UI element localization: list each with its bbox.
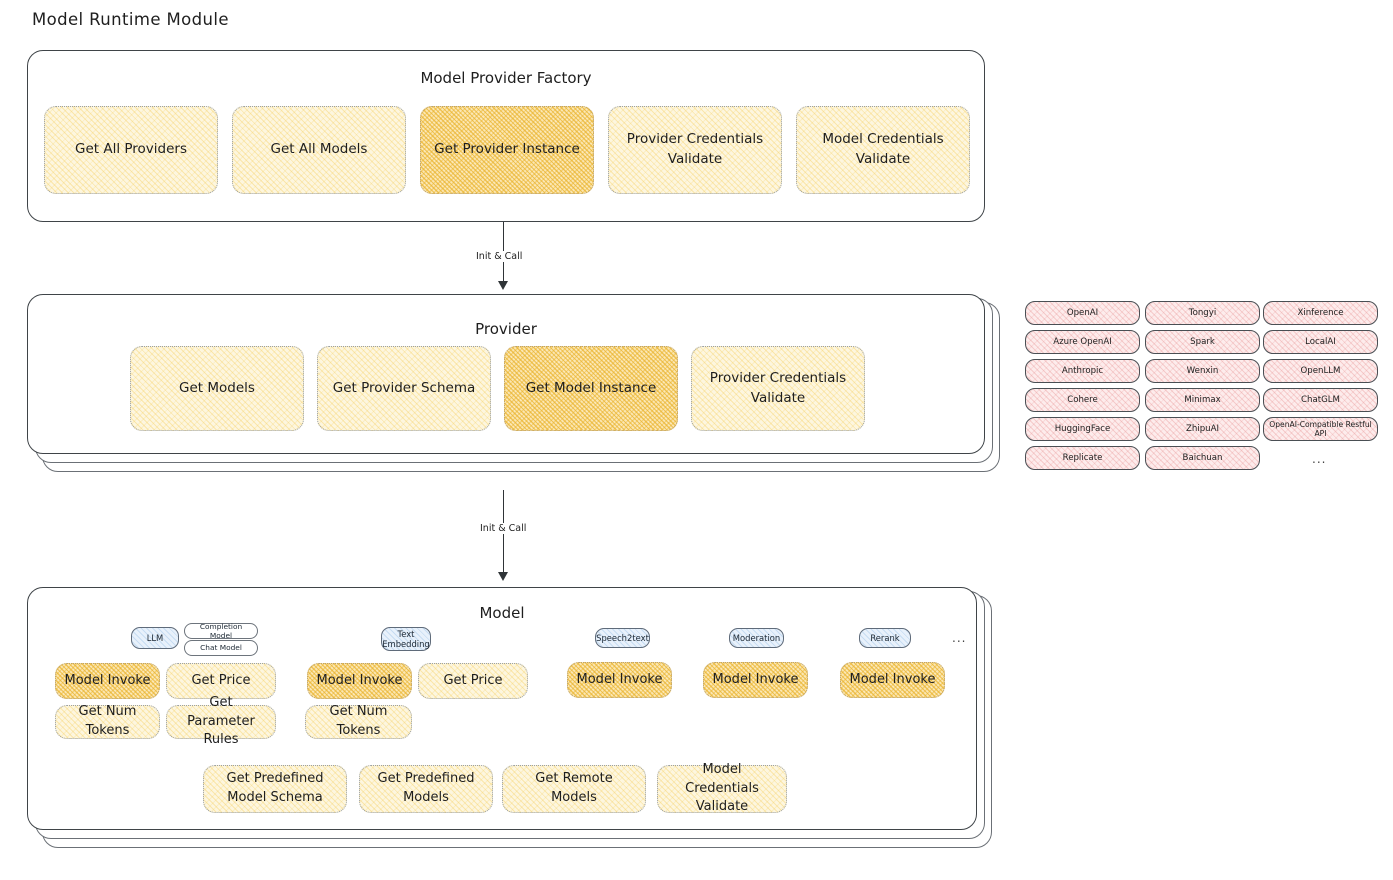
provider-pill-huggingface[interactable]: HuggingFace <box>1025 417 1140 441</box>
text-embedding-method-get-price[interactable]: Get Price <box>418 663 528 699</box>
provider-pill-xinference[interactable]: Xinference <box>1263 301 1378 325</box>
provider-item-get-provider-schema[interactable]: Get Provider Schema <box>317 346 491 431</box>
llm-method-model-invoke[interactable]: Model Invoke <box>55 663 160 699</box>
provider-item-provider-credentials-validate[interactable]: Provider Credentials Validate <box>691 346 865 431</box>
model-subtype-badge-completion-model[interactable]: Completion Model <box>184 622 258 640</box>
provider-pill-openllm[interactable]: OpenLLM <box>1263 359 1378 383</box>
model-type-badge-text-embedding[interactable]: Text Embedding <box>381 627 431 651</box>
provider-pill-localai[interactable]: LocalAI <box>1263 330 1378 354</box>
model-types-more-dots: ... <box>952 631 967 645</box>
text-embedding-method-model-invoke[interactable]: Model Invoke <box>307 663 412 699</box>
provider-pill-anthropic[interactable]: Anthropic <box>1025 359 1140 383</box>
provider-pill-replicate[interactable]: Replicate <box>1025 446 1140 470</box>
provider-item-get-models[interactable]: Get Models <box>130 346 304 431</box>
provider-item-get-model-instance[interactable]: Get Model Instance <box>504 346 678 431</box>
factory-item-get-all-providers[interactable]: Get All Providers <box>44 106 218 194</box>
provider-pill-openai-compatible-restful-api[interactable]: OpenAI-Compatible Restful API <box>1263 417 1378 441</box>
provider-pill-tongyi[interactable]: Tongyi <box>1145 301 1260 325</box>
provider-list-more-dots: ... <box>1312 452 1327 466</box>
factory-item-provider-credentials-validate[interactable]: Provider Credentials Validate <box>608 106 782 194</box>
factory-item-get-all-models[interactable]: Get All Models <box>232 106 406 194</box>
moderation-method-model-invoke[interactable]: Model Invoke <box>703 662 808 698</box>
provider-pill-zhipuai[interactable]: ZhipuAI <box>1145 417 1260 441</box>
provider-pill-azure-openai[interactable]: Azure OpenAI <box>1025 330 1140 354</box>
factory-item-get-provider-instance[interactable]: Get Provider Instance <box>420 106 594 194</box>
arrow-factory-to-provider-label: Init & Call <box>472 251 527 262</box>
model-subtype-badge-chat-model[interactable]: Chat Model <box>184 640 258 656</box>
llm-method-get-num-tokens[interactable]: Get Num Tokens <box>55 704 160 739</box>
model-common-method-get-remote-models[interactable]: Get Remote Models <box>502 765 646 813</box>
model-type-badge-llm[interactable]: LLM <box>131 627 179 649</box>
model-common-method-model-credentials-validate[interactable]: Model Credentials Validate <box>657 762 787 814</box>
model-type-badge-rerank[interactable]: Rerank <box>859 628 911 648</box>
llm-method-get-parameter-rules[interactable]: Get Parameter Rules <box>166 695 276 747</box>
rerank-method-model-invoke[interactable]: Model Invoke <box>840 662 945 698</box>
provider-pill-wenxin[interactable]: Wenxin <box>1145 359 1260 383</box>
provider-pill-chatglm[interactable]: ChatGLM <box>1263 388 1378 412</box>
model-common-method-get-predefined-models[interactable]: Get Predefined Models <box>359 765 493 813</box>
factory-item-model-credentials-validate[interactable]: Model Credentials Validate <box>796 106 970 194</box>
page-title: Model Runtime Module <box>32 10 229 29</box>
provider-pill-openai[interactable]: OpenAI <box>1025 301 1140 325</box>
llm-method-get-price[interactable]: Get Price <box>166 663 276 699</box>
model-type-badge-moderation[interactable]: Moderation <box>729 628 784 648</box>
provider-pill-minimax[interactable]: Minimax <box>1145 388 1260 412</box>
provider-pill-spark[interactable]: Spark <box>1145 330 1260 354</box>
model-type-badge-speech2text[interactable]: Speech2text <box>595 628 650 648</box>
speech2text-method-model-invoke[interactable]: Model Invoke <box>567 662 672 698</box>
model-common-method-get-predefined-model-schema[interactable]: Get Predefined Model Schema <box>203 765 347 813</box>
text-embedding-method-get-num-tokens[interactable]: Get Num Tokens <box>305 704 412 739</box>
arrow-factory-to-provider-head <box>498 281 508 290</box>
provider-pill-cohere[interactable]: Cohere <box>1025 388 1140 412</box>
provider-pill-baichuan[interactable]: Baichuan <box>1145 446 1260 470</box>
arrow-provider-to-model-label: Init & Call <box>476 523 531 534</box>
arrow-provider-to-model-head <box>498 572 508 581</box>
